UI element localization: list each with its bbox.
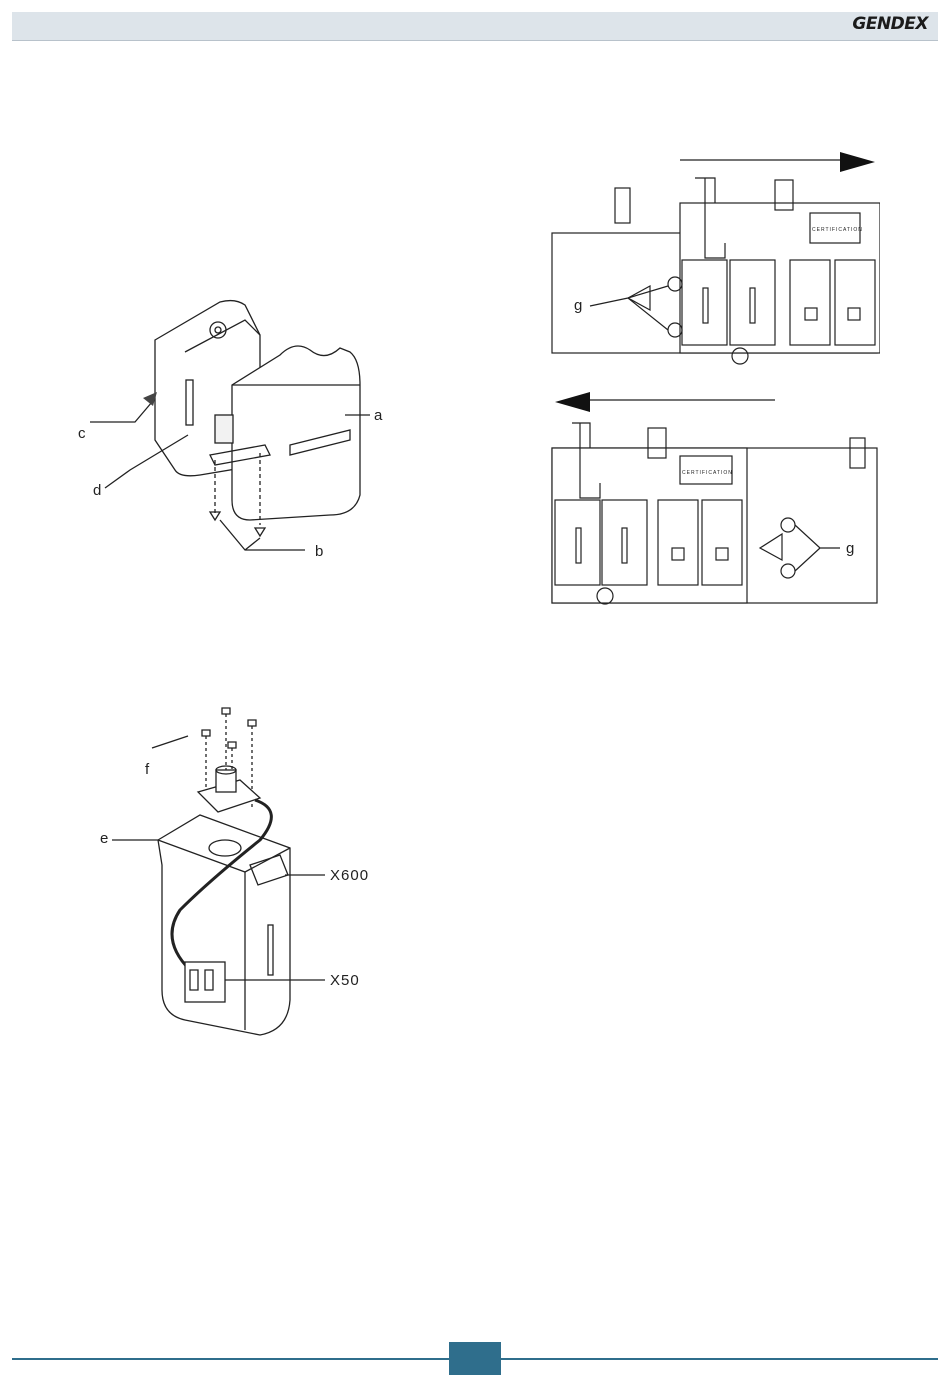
tubehead-figure: f e X600 X50 — [90, 700, 390, 1045]
label-x50: X50 — [330, 972, 360, 989]
control-panel-right-figure: g CERTIFICATION — [550, 148, 880, 368]
arrow-right-icon — [840, 152, 875, 172]
arrow-left-icon — [555, 392, 590, 412]
label-g-bottom: g — [846, 540, 855, 557]
label-e: e — [100, 830, 109, 847]
label-f: f — [145, 761, 150, 778]
brand-logo: GENDEX — [852, 14, 928, 34]
header-bar: GENDEX — [12, 12, 938, 41]
label-g-top: g — [574, 297, 583, 314]
label-a: a — [374, 407, 383, 424]
cover-removal-figure: c d a b — [60, 290, 400, 580]
label-c: c — [78, 425, 87, 442]
control-panel-left-figure: g CERTIFICATION — [550, 388, 880, 608]
label-d: d — [93, 482, 102, 499]
certification-plate-top: CERTIFICATION — [812, 227, 863, 233]
page-number-tab — [449, 1342, 501, 1375]
label-x600: X600 — [330, 867, 369, 884]
label-b: b — [315, 543, 324, 560]
certification-plate-bottom: CERTIFICATION — [682, 470, 733, 476]
